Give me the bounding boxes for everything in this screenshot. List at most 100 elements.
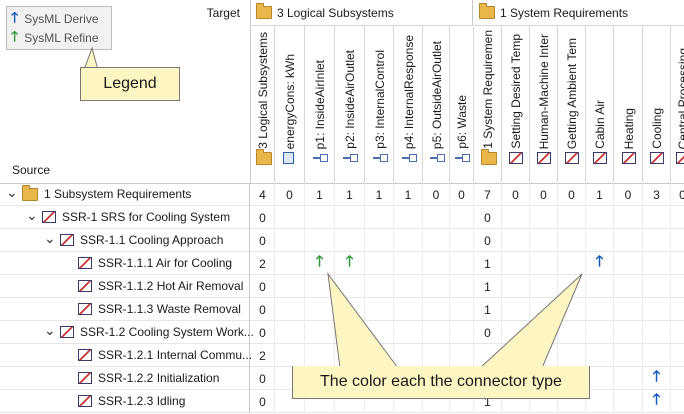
column-header[interactable]: Setting Desired Temp [502,26,530,183]
matrix-cell[interactable] [502,298,530,321]
column-header[interactable]: energyCons: kWh [275,26,305,183]
column-header[interactable]: p6: Waste [450,26,474,183]
matrix-cell[interactable] [502,390,530,413]
matrix-cell[interactable] [586,321,614,344]
matrix-cell[interactable]: 0 [251,390,275,413]
column-header[interactable]: p2: InsideAirOutlet [335,26,365,183]
matrix-cell[interactable] [530,344,558,367]
matrix-cell[interactable] [558,252,586,275]
matrix-cell[interactable] [275,252,305,275]
matrix-cell[interactable] [558,321,586,344]
matrix-cell[interactable]: 0 [251,206,275,229]
matrix-cell[interactable] [365,229,394,252]
matrix-cell[interactable] [643,275,671,298]
matrix-cell[interactable]: 1 [474,252,502,275]
matrix-cell[interactable] [275,298,305,321]
matrix-cell[interactable] [275,229,305,252]
matrix-cell[interactable]: 0 [671,183,684,206]
matrix-cell[interactable] [423,275,450,298]
matrix-cell[interactable] [614,367,643,390]
matrix-cell[interactable] [305,229,335,252]
matrix-cell[interactable] [671,367,684,390]
matrix-cell[interactable] [643,298,671,321]
matrix-cell[interactable] [530,206,558,229]
matrix-cell[interactable]: 1 [335,183,365,206]
matrix-cell[interactable] [502,275,530,298]
row-header[interactable]: ⌄SSR-1 SRS for Cooling System [0,206,250,229]
column-header[interactable]: p5: OutsideAirOutlet [423,26,450,183]
matrix-cell[interactable] [335,275,365,298]
matrix-cell[interactable] [558,206,586,229]
matrix-cell[interactable] [671,206,684,229]
matrix-cell[interactable] [558,275,586,298]
matrix-cell[interactable] [394,252,423,275]
matrix-cell[interactable] [450,344,474,367]
matrix-cell[interactable] [614,321,643,344]
matrix-cell[interactable] [530,390,558,413]
matrix-cell[interactable] [586,275,614,298]
matrix-cell[interactable]: 1 [305,183,335,206]
matrix-cell[interactable] [275,321,305,344]
matrix-cell[interactable] [558,229,586,252]
row-header[interactable]: ⌄1 Subsystem Requirements [0,183,250,206]
matrix-cell[interactable] [502,206,530,229]
matrix-cell[interactable] [423,252,450,275]
row-header[interactable]: SSR-1.1.1 Air for Cooling [0,252,250,275]
matrix-cell[interactable]: 1 [474,275,502,298]
matrix-cell[interactable]: 3 [643,183,671,206]
matrix-cell[interactable] [450,321,474,344]
matrix-cell[interactable] [558,298,586,321]
matrix-cell[interactable]: 1 [474,390,502,413]
matrix-cell[interactable] [365,252,394,275]
matrix-cell[interactable] [423,390,450,413]
row-header[interactable]: SSR-1.1.2 Hot Air Removal [0,275,250,298]
matrix-cell[interactable]: 1 [394,183,423,206]
matrix-cell[interactable] [275,390,305,413]
matrix-cell[interactable]: 🡑 [586,252,614,275]
matrix-cell[interactable] [365,321,394,344]
column-group-system[interactable]: 1 System Requirements [474,0,684,26]
matrix-cell[interactable] [394,344,423,367]
matrix-cell[interactable] [275,344,305,367]
matrix-cell[interactable] [305,344,335,367]
matrix-cell[interactable]: 1 [474,298,502,321]
matrix-cell[interactable] [614,206,643,229]
matrix-cell[interactable]: 🡑 [305,252,335,275]
matrix-cell[interactable] [671,321,684,344]
matrix-cell[interactable] [614,252,643,275]
matrix-cell[interactable] [365,275,394,298]
matrix-cell[interactable] [586,229,614,252]
matrix-cell[interactable] [586,298,614,321]
row-header[interactable]: SSR-1.1.3 Waste Removal [0,298,250,321]
matrix-cell[interactable] [394,390,423,413]
matrix-cell[interactable] [365,344,394,367]
matrix-cell[interactable] [275,206,305,229]
matrix-cell[interactable] [394,298,423,321]
matrix-cell[interactable] [643,321,671,344]
matrix-cell[interactable] [394,321,423,344]
matrix-cell[interactable]: 🡑 [643,390,671,413]
column-header[interactable]: Cabin Air [586,26,614,183]
matrix-cell[interactable] [502,229,530,252]
row-header[interactable]: ⌄SSR-1.2 Cooling System Work... [0,321,254,344]
matrix-cell[interactable] [586,344,614,367]
matrix-cell[interactable] [335,206,365,229]
derive-arrow-icon[interactable]: 🡑 [652,368,661,385]
matrix-cell[interactable] [335,229,365,252]
matrix-cell[interactable] [614,344,643,367]
column-header[interactable]: p1: InsideAirInlet [305,26,335,183]
matrix-cell[interactable] [305,390,335,413]
matrix-cell[interactable]: 0 [251,321,275,344]
matrix-cell[interactable] [671,275,684,298]
matrix-cell[interactable] [394,206,423,229]
matrix-cell[interactable] [365,298,394,321]
matrix-cell[interactable]: 7 [474,183,502,206]
matrix-cell[interactable] [423,229,450,252]
matrix-cell[interactable] [614,229,643,252]
matrix-cell[interactable]: 0 [502,183,530,206]
matrix-cell[interactable]: 0 [251,229,275,252]
matrix-cell[interactable] [643,206,671,229]
refine-arrow-icon[interactable]: 🡑 [315,253,324,270]
